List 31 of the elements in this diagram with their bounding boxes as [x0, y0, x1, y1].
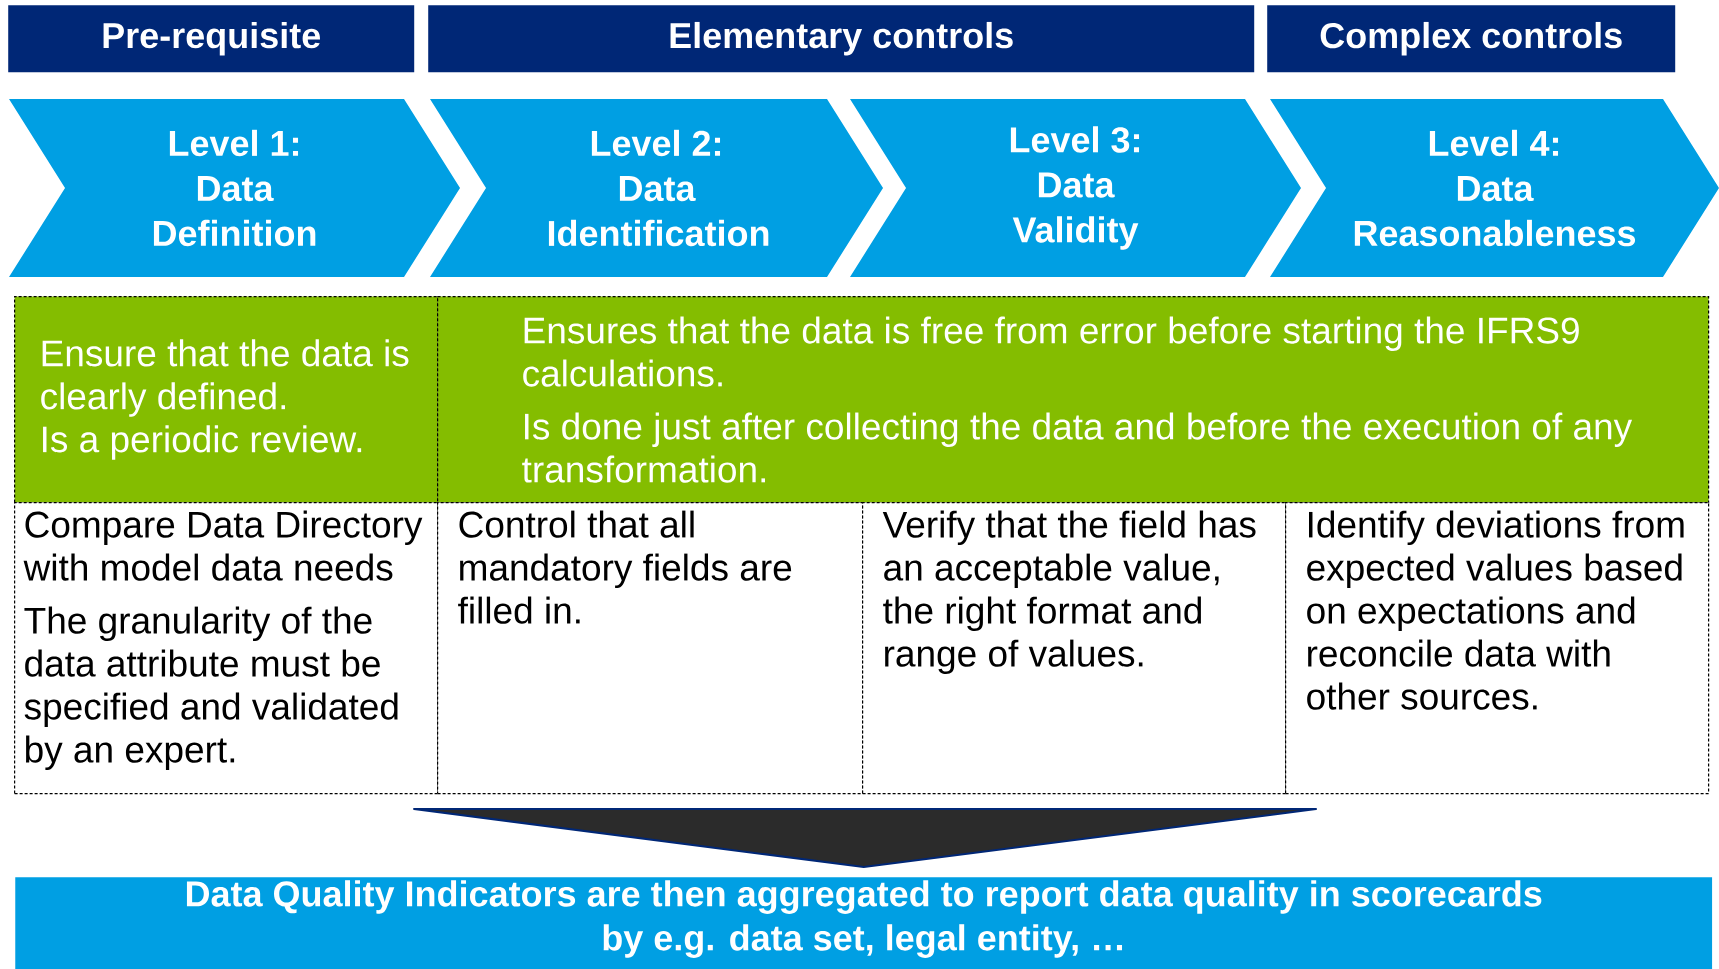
description-text: Control that all mandatory fields are filled in.	[458, 510, 792, 624]
description-text: Ensure that the data is clearly defined.	[41, 339, 409, 417]
header-bar	[8, 5, 415, 73]
table-cell	[437, 502, 864, 795]
description-text: Ensures that the data is free from error before starting the IFRS9 calculations.	[523, 316, 1579, 387]
header-text: Pre-requisite	[103, 21, 320, 56]
description-text: The granularity of the data attribute must be specified and validated by an expert.	[24, 606, 398, 771]
level-text: Level 2: Data Identification	[548, 129, 769, 247]
description-text: Identify deviations from expected values based on expectations and reconcile data with other sources.	[1307, 510, 1684, 710]
table-cell	[14, 296, 439, 504]
description-text: Compare Data Directory with model data needs	[23, 510, 423, 581]
funnel-arrow	[413, 808, 1317, 868]
banner-text: Data Quality Indicators are then aggregated to report data quality in scorecards by e.g. data set, legal entity, …	[186, 880, 1542, 958]
table-cell	[1285, 502, 1710, 795]
summary-banner	[15, 877, 1713, 969]
description-text: Verify that the field has an acceptable value, the right format and range of values.	[882, 510, 1256, 675]
level-text: Level 4: Data Reasonableness	[1354, 129, 1636, 247]
level-step	[430, 99, 883, 277]
header-bar	[1267, 5, 1676, 73]
header-text: Complex controls	[1320, 21, 1622, 56]
level-text: Level 1: Data Definition	[153, 129, 316, 247]
header-text: Elementary controls	[670, 21, 1013, 56]
header-bar	[428, 5, 1255, 73]
level-step	[1270, 99, 1719, 277]
description-text: Is done just after collecting the data and before the execution of any transformation.	[522, 412, 1633, 483]
level-text: Level 3: Data Validity	[1010, 126, 1140, 250]
level-step	[9, 99, 460, 277]
table-cell	[862, 502, 1287, 795]
description-text: Is a periodic review.	[43, 425, 362, 460]
level-step	[850, 99, 1301, 277]
table-cell	[14, 502, 439, 795]
